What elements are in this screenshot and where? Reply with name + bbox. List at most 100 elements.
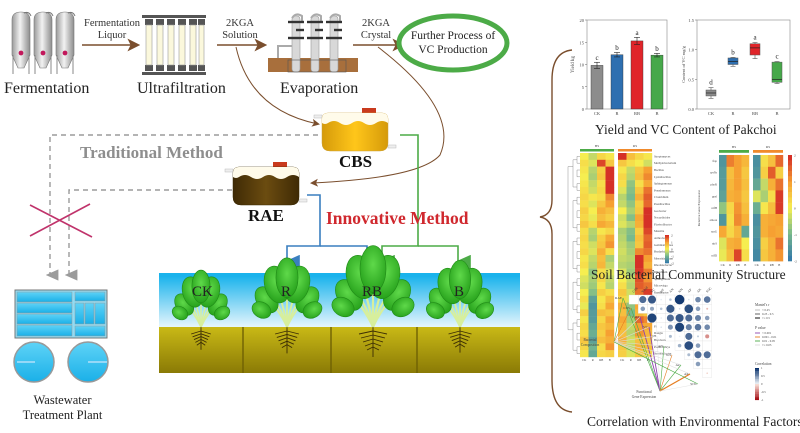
row-label: phoR bbox=[710, 183, 717, 187]
heatmap-cell bbox=[726, 155, 735, 167]
row-label: Pseudomonas bbox=[654, 188, 671, 192]
heatmap-cell bbox=[626, 207, 636, 215]
heatmap-cell bbox=[588, 350, 598, 358]
stage-label-fermentation: Fermentation bbox=[4, 80, 90, 97]
vc-production-oval bbox=[396, 13, 510, 73]
colorbar-segment bbox=[788, 229, 792, 235]
heatmap-cell bbox=[580, 309, 589, 317]
heatmap-cell bbox=[605, 187, 615, 194]
row-label: Paenibacillus bbox=[654, 202, 671, 206]
colorbar-segment bbox=[665, 253, 669, 255]
colorbar-segment bbox=[755, 371, 759, 373]
heatmap-cell bbox=[618, 268, 627, 276]
heatmap-cell bbox=[618, 214, 627, 222]
corr-circle bbox=[684, 304, 694, 314]
heatmap-cell bbox=[597, 187, 606, 194]
significance-letter: b bbox=[655, 45, 659, 53]
heatmap-cell bbox=[768, 190, 776, 203]
heatmap-cell bbox=[635, 241, 644, 249]
group-label: BS bbox=[732, 145, 736, 149]
mantel-link bbox=[656, 335, 661, 392]
corr-cell bbox=[702, 340, 712, 351]
heatmap-cell bbox=[643, 159, 653, 167]
row-label: Sphingomonas bbox=[654, 182, 673, 186]
heatmap-cell bbox=[588, 214, 598, 222]
heatmap-cell bbox=[605, 248, 615, 256]
colorbar-tick: 1 bbox=[761, 366, 763, 370]
colorbar-segment bbox=[755, 398, 759, 401]
traditional-flow-lines bbox=[45, 134, 318, 281]
column-label: B bbox=[778, 263, 780, 267]
heatmap-cell bbox=[635, 200, 644, 208]
heatmap-cell bbox=[605, 207, 615, 215]
heatmap-cell bbox=[734, 237, 742, 250]
heatmap-cell bbox=[605, 193, 615, 201]
bar bbox=[650, 54, 664, 110]
corr-circle bbox=[666, 304, 675, 313]
colorbar-segment bbox=[788, 213, 792, 219]
row-label: Methylobacterium bbox=[654, 161, 677, 165]
group-bar bbox=[753, 150, 783, 153]
column-label: B bbox=[744, 263, 746, 267]
corr-circle bbox=[705, 334, 710, 339]
root-branch bbox=[448, 330, 461, 335]
heatmap-cell bbox=[726, 237, 735, 250]
corr-circle bbox=[640, 306, 646, 312]
root-branch bbox=[366, 346, 374, 351]
colorbar-tick: 0 bbox=[794, 207, 796, 211]
heatmap-cell bbox=[588, 323, 598, 330]
dendrogram-branch bbox=[576, 169, 580, 177]
dendrogram-branch bbox=[572, 282, 577, 310]
corr-circle bbox=[677, 343, 682, 348]
corr-circle bbox=[685, 332, 693, 340]
heatmap-cell bbox=[597, 153, 606, 160]
pakchoi-plant bbox=[251, 257, 323, 354]
y-axis-label: Content of VC mg/g bbox=[681, 45, 686, 83]
colorbar-segment bbox=[788, 155, 792, 161]
dendrogram-branch bbox=[576, 156, 580, 164]
heatmap-cell bbox=[597, 302, 606, 310]
corr-circle bbox=[685, 314, 693, 322]
heatmap-cell bbox=[635, 329, 644, 337]
group-label: RS bbox=[633, 144, 637, 148]
plant-roots bbox=[274, 327, 300, 354]
heatmap-cell bbox=[768, 178, 776, 191]
corr-circle bbox=[667, 324, 673, 330]
heatmap-cell bbox=[643, 329, 653, 337]
heatmap-cell bbox=[635, 261, 644, 269]
heatmap-cell bbox=[775, 155, 784, 167]
colorbar-segment bbox=[788, 176, 792, 182]
heatmap-cell bbox=[597, 261, 606, 269]
colorbar-segment bbox=[755, 396, 759, 399]
heatmap-cell bbox=[643, 221, 653, 228]
label-line: Fermentation bbox=[84, 18, 140, 29]
rae-label: RAE bbox=[248, 206, 284, 225]
heatmap-cell bbox=[618, 336, 627, 344]
heatmap-cell bbox=[588, 227, 598, 235]
heatmap-cell bbox=[741, 190, 750, 203]
heatmap-cell bbox=[580, 316, 589, 324]
colorbar-segment bbox=[755, 384, 759, 386]
heatmap-cell bbox=[768, 237, 776, 250]
heatmap-cell bbox=[726, 249, 735, 262]
heatmap-cell bbox=[719, 155, 727, 167]
heatmap-cell bbox=[588, 343, 598, 351]
stage-label-evaporation: Evaporation bbox=[280, 80, 359, 97]
heatmap-cell bbox=[760, 166, 769, 179]
heatmap-cell bbox=[618, 241, 627, 249]
heatmap-cell bbox=[626, 248, 636, 256]
mantel-link bbox=[659, 364, 682, 392]
root-branch bbox=[200, 339, 207, 343]
heatmap-cell bbox=[719, 249, 727, 262]
heatmap-cell bbox=[588, 180, 598, 188]
colorbar-segment bbox=[755, 376, 759, 378]
dendrogram-branch bbox=[576, 237, 580, 245]
colorbar-segment bbox=[665, 260, 669, 262]
corr-column-label: VC bbox=[650, 287, 657, 294]
heatmap-cell bbox=[741, 178, 750, 191]
corr-row-label: NN bbox=[666, 353, 672, 357]
colorbar-tick: 1 bbox=[794, 180, 796, 184]
heatmap-cell bbox=[741, 155, 750, 167]
corr-circle bbox=[675, 313, 684, 323]
heatmap-cell bbox=[753, 202, 761, 215]
